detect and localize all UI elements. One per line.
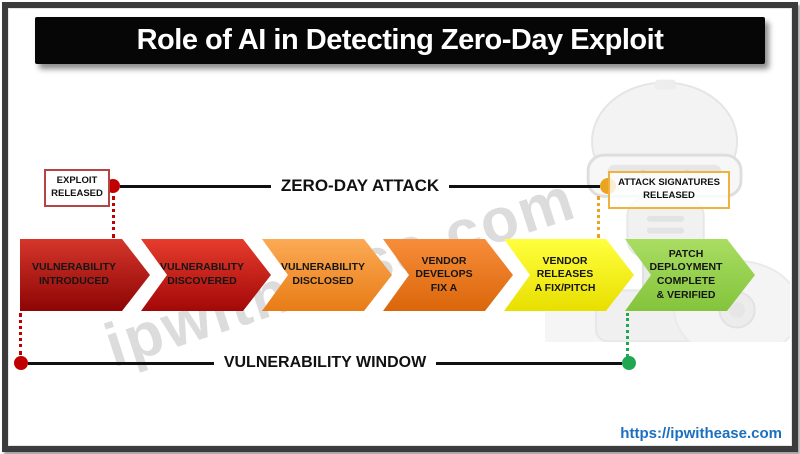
green-marker-dot <box>622 356 637 370</box>
title-bar: Role of AI in Detecting Zero-Day Exploit <box>35 17 765 64</box>
step-label: PATCH DEPLOYMENT COMPLETE & VERIFIED <box>649 247 723 301</box>
step-label: VENDOR RELEASES A FIX/PITCH <box>534 254 596 294</box>
step-label: VULNERABILITY INTRODUCED <box>32 261 116 287</box>
red-marker-dot <box>14 356 28 370</box>
amber-dotted-connector <box>597 196 600 238</box>
zero-day-attack-timeline: ZERO-DAY ATTACK <box>106 171 617 201</box>
site-url-link[interactable]: https://ipwithease.com <box>620 425 782 442</box>
green-dotted-connector <box>626 313 629 357</box>
timeline-line <box>449 184 601 188</box>
zero-day-attack-label: ZERO-DAY ATTACK <box>280 176 440 195</box>
step-vulnerability-discovered: VULNERABILITY DISCOVERED <box>141 239 271 311</box>
vulnerability-window-timeline: VULNERABILITY WINDOW <box>14 348 637 378</box>
step-vulnerability-disclosed: VULNERABILITY DISCLOSED <box>262 239 392 311</box>
attack-signatures-label: ATTACK SIGNATURES RELEASED <box>618 177 720 201</box>
page-title: Role of AI in Detecting Zero-Day Exploit <box>136 24 664 56</box>
attack-signatures-box: ATTACK SIGNATURES RELEASED <box>608 171 730 209</box>
step-label: VULNERABILITY DISCOVERED <box>160 261 244 287</box>
red-dotted-connector-top <box>112 196 115 238</box>
exploit-released-box: EXPLOIT RELEASED <box>44 169 110 207</box>
exploit-released-label: EXPLOIT RELEASED <box>51 175 103 199</box>
timeline-line <box>436 361 623 365</box>
step-vendor-develops-fix: VENDOR DEVELOPS FIX A <box>383 239 513 311</box>
step-label: VULNERABILITY DISCLOSED <box>281 261 365 287</box>
timeline-line <box>120 184 271 188</box>
red-dotted-connector-bottom <box>19 313 22 355</box>
step-vulnerability-introduced: VULNERABILITY INTRODUCED <box>20 239 150 311</box>
vulnerability-window-label: VULNERABILITY WINDOW <box>223 354 427 371</box>
timeline-line <box>28 361 214 365</box>
step-label: VENDOR DEVELOPS FIX A <box>415 254 473 294</box>
